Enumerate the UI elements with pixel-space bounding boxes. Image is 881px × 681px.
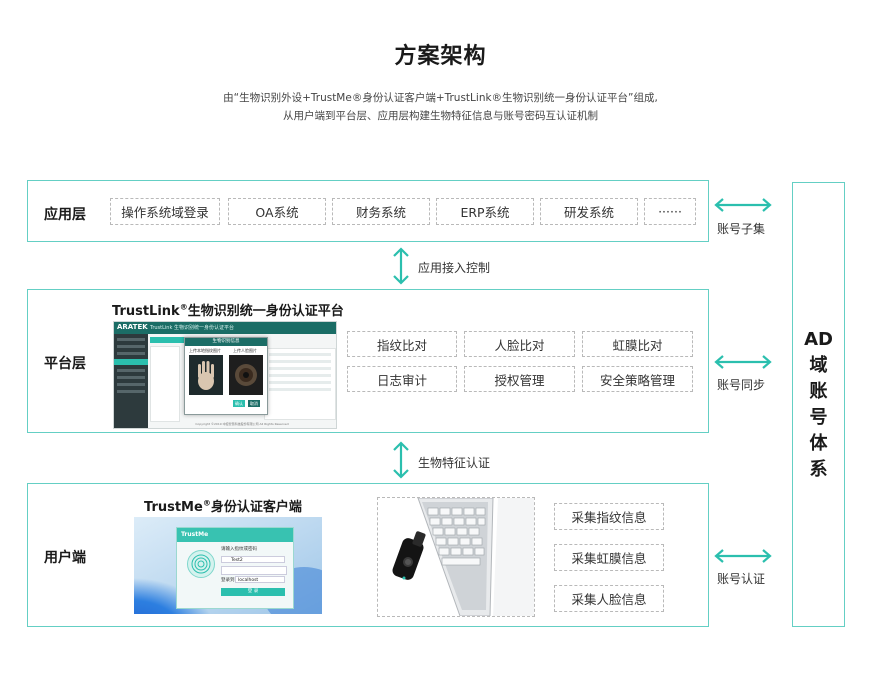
trustme-title: TrustMe®身份认证客户端 xyxy=(144,496,302,515)
login-button[interactable]: 登 录 xyxy=(221,588,285,596)
dialog-title: 生物识别信息 xyxy=(185,338,267,346)
dialog-cancel-button[interactable]: 取消 xyxy=(248,400,260,407)
password-field[interactable] xyxy=(221,566,287,575)
function-face: 人脸比对 xyxy=(464,331,575,357)
horizontal-double-arrow-icon xyxy=(713,548,773,564)
subtitle-line-2: 从用户端到平台层、应用层构建生物特征信息与账号密码互认证机制 xyxy=(0,108,881,123)
collect-face: 采集人脸信息 xyxy=(554,585,664,612)
ad-char: 域 xyxy=(810,353,828,379)
user-layer-name: 用户端 xyxy=(44,547,86,567)
domain-label: 登录到: xyxy=(221,577,236,583)
ad-char: 系 xyxy=(810,457,828,483)
system-rnd: 研发系统 xyxy=(540,198,638,225)
connector-mid-label: 生物特征认证 xyxy=(418,454,490,471)
brand-logo: ARATEK xyxy=(117,323,148,331)
fingerprint-icon xyxy=(187,550,215,578)
client-prompt: 请输入指纹或密码 xyxy=(221,546,257,552)
ad-char: 号 xyxy=(810,405,828,431)
user-side-label: 账号认证 xyxy=(717,570,765,587)
client-app-name: TrustMe xyxy=(177,528,293,542)
screenshot-header: ARATEK TrustLink 生物识别统一身份认证平台 xyxy=(114,322,336,334)
ad-char: 体 xyxy=(810,431,828,457)
screenshot-footer: Copyright ©2019 中控智慧科技股份有限公司 All Rights … xyxy=(150,422,334,426)
screenshot-sidebar xyxy=(114,334,148,428)
client-screenshot: TrustMe 请输入指纹或密码 Test2 登录到: localhost 登 … xyxy=(134,517,322,614)
function-authorization: 授权管理 xyxy=(464,366,575,392)
domain-select[interactable]: localhost xyxy=(235,576,285,583)
platform-layer-name: 平台层 xyxy=(44,353,86,373)
system-more: ······ xyxy=(644,198,696,225)
palm-image xyxy=(189,355,223,395)
ad-domain-column: AD 域 账 号 体 系 xyxy=(792,182,845,627)
system-erp: ERP系统 xyxy=(436,198,534,225)
connector-top-label: 应用接入控制 xyxy=(418,259,490,276)
platform-screenshot: ARATEK TrustLink 生物识别统一身份认证平台 生物识别信息 上传本… xyxy=(113,321,337,429)
device-photo xyxy=(377,497,535,617)
trustlink-title: TrustLink®生物识别统一身份认证平台 xyxy=(112,300,344,319)
dialog-right-label: 上传人脸图片 xyxy=(233,348,257,354)
ad-char: AD xyxy=(804,327,833,353)
login-window: TrustMe 请输入指纹或密码 Test2 登录到: localhost 登 … xyxy=(176,527,294,609)
system-oa: OA系统 xyxy=(228,198,326,225)
dialog-left-label: 上传本地指纹图片 xyxy=(189,348,221,354)
page-title: 方案架构 xyxy=(0,38,881,70)
username-field[interactable]: Test2 xyxy=(221,556,285,563)
vertical-double-arrow-icon xyxy=(391,246,411,286)
function-security-policy: 安全策略管理 xyxy=(582,366,693,392)
vertical-double-arrow-icon xyxy=(391,440,411,480)
biometric-dialog: 生物识别信息 上传本地指纹图片 上传人脸图片 确认 取消 xyxy=(184,337,268,415)
function-fingerprint: 指纹比对 xyxy=(347,331,457,357)
horizontal-double-arrow-icon xyxy=(713,197,773,213)
platform-side-label: 账号同步 xyxy=(717,376,765,393)
horizontal-double-arrow-icon xyxy=(713,354,773,370)
dialog-ok-button[interactable]: 确认 xyxy=(233,400,245,407)
face-image xyxy=(229,355,263,395)
laptop-fingerprint-reader-image xyxy=(378,498,535,617)
ad-char: 账 xyxy=(810,379,828,405)
app-layer-name: 应用层 xyxy=(44,204,86,224)
system-finance: 财务系统 xyxy=(332,198,430,225)
app-side-label: 账号子集 xyxy=(717,220,765,237)
system-os-login: 操作系统域登录 xyxy=(110,198,220,225)
function-log-audit: 日志审计 xyxy=(347,366,457,392)
collect-fingerprint: 采集指纹信息 xyxy=(554,503,664,530)
screenshot-header-text: TrustLink 生物识别统一身份认证平台 xyxy=(150,324,234,331)
subtitle-line-1: 由“生物识别外设+TrustMe®身份认证客户端+TrustLink®生物识别统… xyxy=(0,90,881,105)
collect-iris: 采集虹膜信息 xyxy=(554,544,664,571)
function-iris: 虹膜比对 xyxy=(582,331,693,357)
